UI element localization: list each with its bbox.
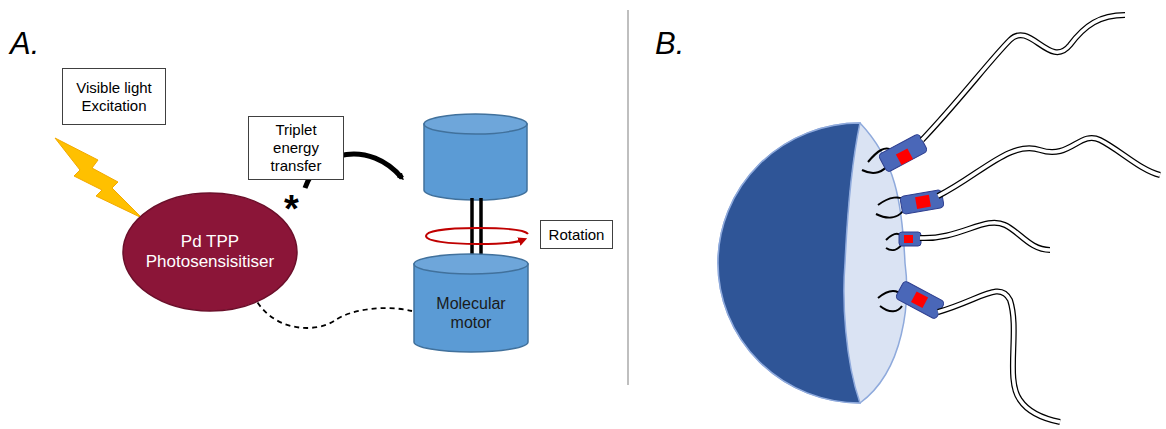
panel-letter: A. [10,28,39,59]
panel-letter: B. [655,28,684,59]
text-box: Rotation [540,220,613,249]
dashed-connector [258,302,412,327]
photosensitiser-ellipse: Pd TPP Photosensisitiser [122,192,298,312]
node-text: Pd TPP Photosensisitiser [135,232,285,273]
excited-state-mark: * [284,190,299,228]
motor-cylinder: Molecular motor [413,253,529,353]
text-box: Triplet energy transfer [248,116,344,180]
node-text: Visible light Excitation [69,79,159,115]
node-text: Molecular motor [423,294,519,332]
node-text: Triplet energy transfer [255,121,337,175]
text-box: Visible light Excitation [62,68,166,125]
node-text: Rotation [549,226,605,244]
